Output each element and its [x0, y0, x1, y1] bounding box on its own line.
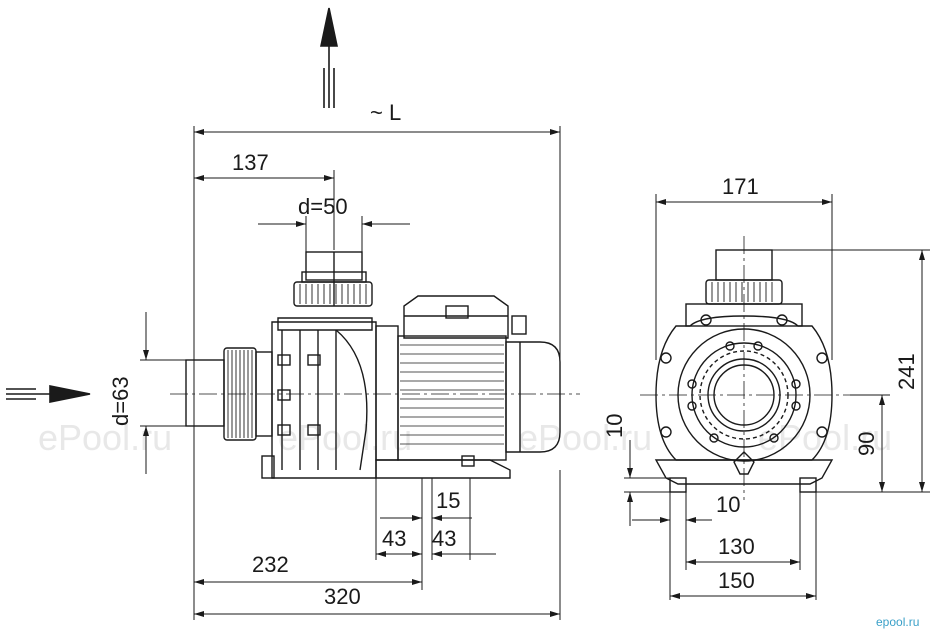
motor-body — [397, 335, 507, 461]
front-dimensions — [624, 194, 930, 600]
dim-150-label: 150 — [718, 568, 755, 593]
front-drain-plug — [733, 451, 755, 475]
front-view — [640, 236, 850, 500]
dim-outlet-diameter-label: d=50 — [298, 194, 348, 219]
terminal-box — [403, 295, 509, 339]
dim-320-label: 320 — [324, 584, 361, 609]
dimension-labels: ~ L 137 d=50 d=63 15 43 43 232 320 171 2… — [108, 100, 919, 609]
inlet-flow-arrow — [6, 385, 91, 403]
inlet-pipe — [185, 359, 225, 427]
dim-10-horizontal-label: 10 — [716, 492, 740, 517]
drain-plug — [261, 455, 275, 479]
watermark-2: ePool.ru — [278, 417, 412, 458]
dim-130-label: 130 — [718, 534, 755, 559]
dim-15-label: 15 — [436, 488, 460, 513]
dim-241-label: 241 — [894, 353, 919, 390]
fan-cover — [505, 341, 561, 453]
dim-232-label: 232 — [252, 552, 289, 577]
dim-10-vertical-label: 10 — [602, 414, 627, 438]
side-dimensions — [140, 126, 561, 620]
outlet-union-nut — [293, 281, 373, 307]
dim-inlet-diameter-label: d=63 — [108, 376, 133, 426]
dim-43-right-label: 43 — [432, 526, 456, 551]
dim-137-label: 137 — [232, 150, 269, 175]
dim-171-label: 171 — [722, 174, 759, 199]
side-view — [170, 251, 580, 479]
outlet-flow-arrow — [320, 7, 338, 108]
watermark-1: ePool.ru — [38, 417, 172, 458]
dim-43-left-label: 43 — [382, 526, 406, 551]
watermark-group: ePool.ru ePool.ru ePool.ru ePool.ru — [38, 417, 892, 458]
dim-length-label: ~ L — [370, 100, 401, 125]
cable-gland — [511, 315, 527, 335]
dim-90-label: 90 — [854, 432, 879, 456]
brand-logo: epool.ru — [876, 615, 919, 629]
base-foot — [375, 459, 511, 479]
